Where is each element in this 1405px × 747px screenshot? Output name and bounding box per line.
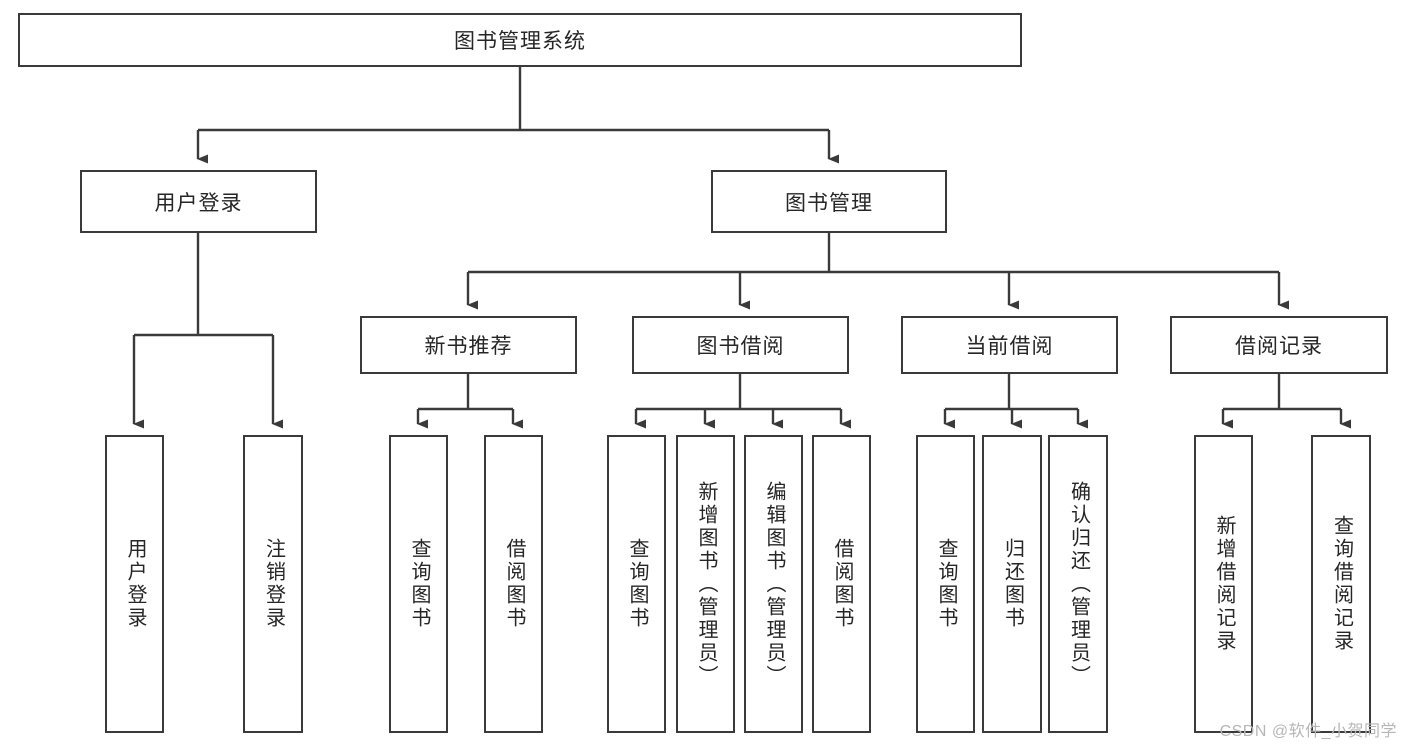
node-label: 借阅图书 (503, 538, 525, 630)
level3-node-node-2-当前借阅[interactable]: 当前借阅 (901, 316, 1118, 374)
node-label: 新增借阅记录 (1213, 515, 1235, 653)
node-label: 注销登录 (262, 538, 285, 630)
node-label: 图书管理 (785, 191, 873, 215)
leaf-node-node-1-注销登录[interactable]: 注销登录 (243, 435, 303, 733)
root-node-node-0-图书管理系统[interactable]: 图书管理系统 (18, 13, 1022, 67)
node-label: 查询图书 (935, 538, 957, 630)
level2-node-node-1-图书管理[interactable]: 图书管理 (711, 170, 947, 233)
level3-node-node-0-新书推荐[interactable]: 新书推荐 (360, 316, 577, 374)
leaf-node-node-3-借阅图书[interactable]: 借阅图书 (484, 435, 543, 733)
leaf-node-node-12-查询借阅记录[interactable]: 查询借阅记录 (1311, 435, 1371, 733)
node-label: 查询图书 (626, 538, 648, 630)
leaf-node-node-10-确认归还管理员[interactable]: 确认归还（管理员） (1048, 435, 1108, 733)
node-label: 当前借阅 (965, 335, 1054, 358)
csdn-watermark: CSDN @软件_小贺同学 (1219, 723, 1397, 740)
node-label: 图书借阅 (696, 335, 785, 358)
node-label: 借阅记录 (1235, 335, 1323, 358)
node-label: 查询借阅记录 (1330, 515, 1353, 653)
level3-node-node-1-图书借阅[interactable]: 图书借阅 (632, 316, 849, 374)
node-label: 用户登录 (124, 538, 146, 630)
leaf-node-node-6-编辑图书管理员[interactable]: 编辑图书（管理员） (744, 435, 803, 733)
node-label: 图书管理系统 (454, 30, 586, 53)
node-label: 用户登录 (154, 191, 243, 215)
level3-node-node-3-借阅记录[interactable]: 借阅记录 (1170, 316, 1388, 374)
node-label: 编辑图书（管理员） (763, 480, 785, 688)
leaf-node-node-2-查询图书[interactable]: 查询图书 (389, 435, 448, 733)
leaf-node-node-9-归还图书[interactable]: 归还图书 (982, 435, 1042, 733)
leaf-node-node-11-新增借阅记录[interactable]: 新增借阅记录 (1194, 435, 1253, 733)
node-label: 确认归还（管理员） (1067, 480, 1090, 688)
leaf-node-node-7-借阅图书[interactable]: 借阅图书 (812, 435, 871, 733)
leaf-node-node-4-查询图书[interactable]: 查询图书 (607, 435, 666, 733)
leaf-node-node-5-新增图书管理员[interactable]: 新增图书（管理员） (676, 435, 735, 733)
node-label: 借阅图书 (831, 538, 853, 630)
node-label: 新增图书（管理员） (695, 480, 717, 688)
node-label: 新书推荐 (424, 335, 513, 358)
level2-node-node-0-用户登录[interactable]: 用户登录 (80, 170, 317, 233)
leaf-node-node-0-用户登录[interactable]: 用户登录 (105, 435, 164, 733)
leaf-node-node-8-查询图书[interactable]: 查询图书 (916, 435, 975, 733)
node-label: 查询图书 (408, 538, 430, 630)
node-label: 归还图书 (1001, 538, 1024, 630)
